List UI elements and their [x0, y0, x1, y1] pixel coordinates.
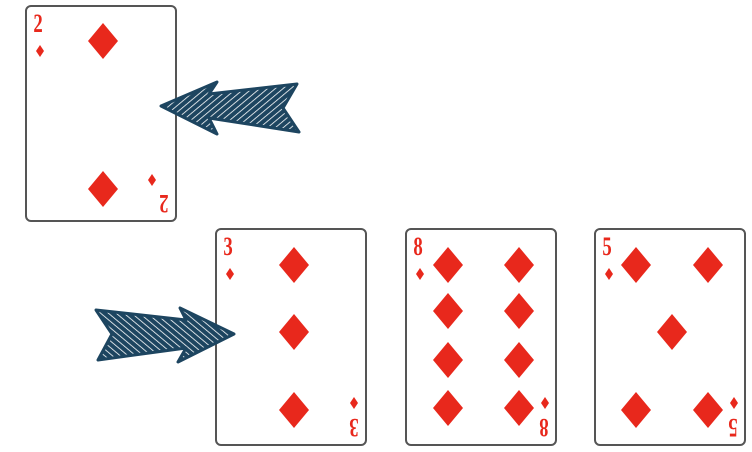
card-pips [36, 23, 156, 207]
hand-drawn-arrow-icon [94, 306, 236, 364]
diamond-icon [504, 342, 534, 378]
diamond-icon [657, 314, 687, 350]
diamond-icon [148, 174, 156, 186]
diamond-icon [730, 397, 738, 409]
diamond-icon [88, 23, 118, 59]
diamond-icon [433, 390, 463, 426]
diamond-icon [88, 171, 118, 207]
card-pips [605, 247, 738, 428]
diamond-icon [693, 247, 723, 283]
diamond-icon [279, 247, 309, 283]
playing-card-five-of-diamonds[interactable]: 5 5 [594, 228, 746, 446]
diamond-icon [541, 397, 549, 409]
playing-card-three-of-diamonds[interactable]: 3 3 [215, 228, 367, 446]
card-rank-top: 3 [223, 232, 233, 261]
card-rank-top: 2 [33, 9, 43, 38]
card-pips [416, 247, 549, 426]
diamond-icon [416, 268, 424, 280]
diamond-icon [433, 293, 463, 329]
diamond-icon [433, 247, 463, 283]
diamond-icon [36, 45, 44, 57]
diamond-icon [350, 397, 358, 409]
hand-drawn-arrow-icon [159, 80, 301, 136]
diamond-icon [504, 390, 534, 426]
diamond-icon [621, 392, 651, 428]
card-rank-top: 8 [413, 232, 423, 261]
diamond-icon [693, 392, 723, 428]
diamond-icon [605, 268, 613, 280]
card-rank-top: 5 [602, 232, 612, 261]
diamond-icon [279, 314, 309, 350]
playing-card-two-of-diamonds[interactable]: 2 2 [25, 5, 177, 222]
diamond-icon [226, 268, 234, 280]
diamond-icon [504, 293, 534, 329]
playing-card-eight-of-diamonds[interactable]: 8 8 [405, 228, 557, 446]
diamond-icon [433, 342, 463, 378]
diamond-icon [504, 247, 534, 283]
diamond-icon [279, 392, 309, 428]
card-pips [226, 247, 358, 428]
diamond-icon [621, 247, 651, 283]
